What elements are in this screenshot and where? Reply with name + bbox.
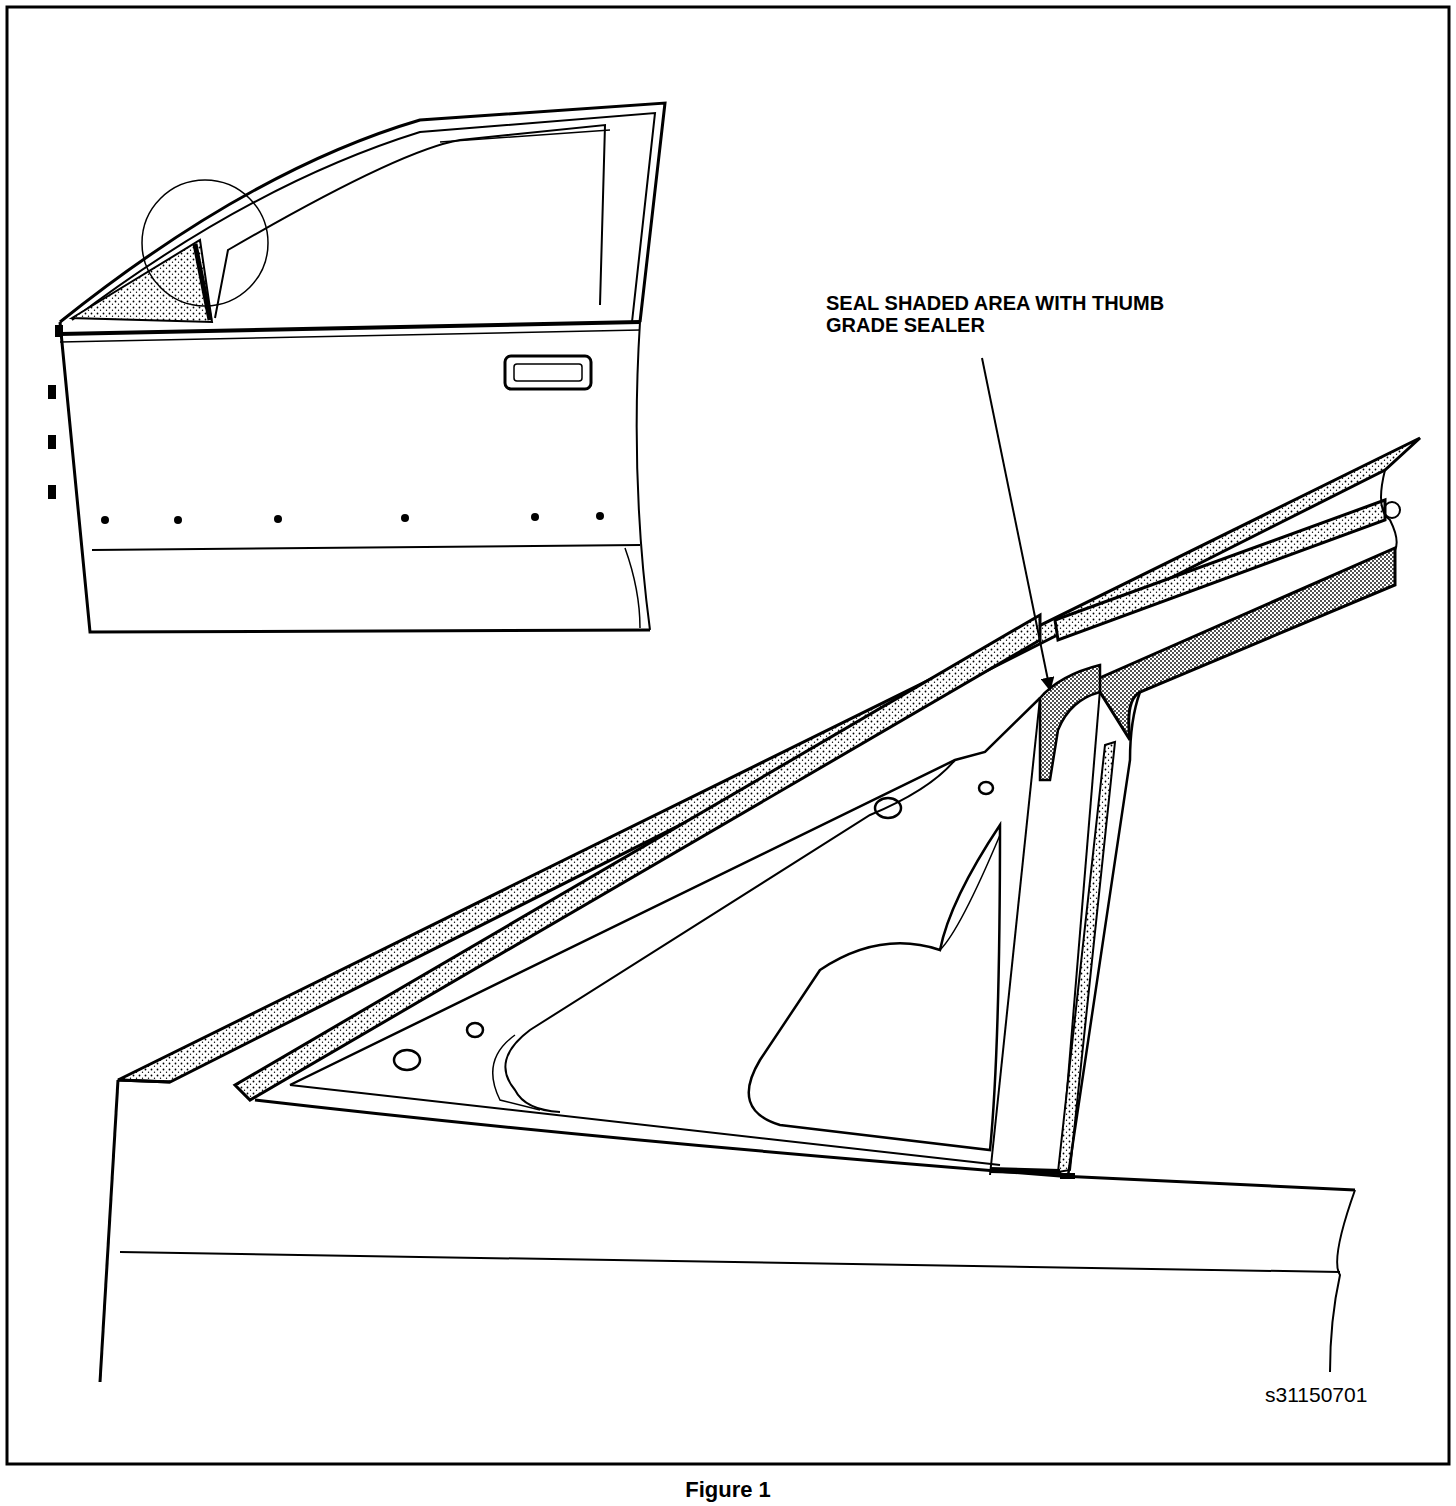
leader-line xyxy=(982,358,1050,690)
sealer-note: SEAL SHADED AREA WITH THUMB GRADE SEALER xyxy=(826,292,1166,337)
door-detail xyxy=(100,438,1420,1382)
figure-frame xyxy=(7,7,1449,1464)
figure-caption: Figure 1 xyxy=(600,1478,856,1503)
inset-door-rivets xyxy=(48,325,604,524)
figure-code: s31150701 xyxy=(1265,1383,1415,1407)
inset-door xyxy=(60,103,665,632)
